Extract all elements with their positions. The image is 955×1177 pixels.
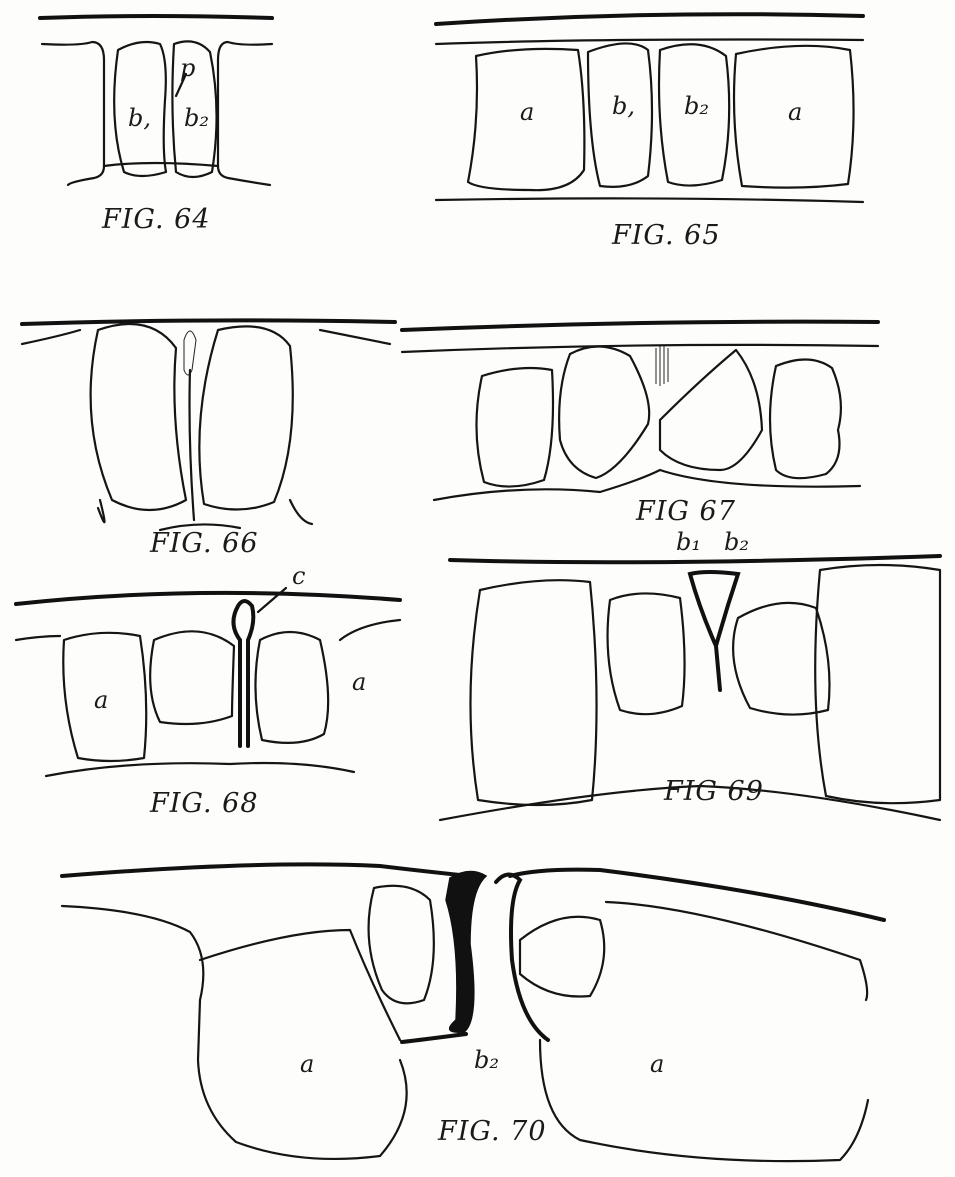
label-b2: b₂ [684, 92, 709, 120]
label-a-left: a [300, 1050, 314, 1078]
label-a-left: a [520, 98, 534, 126]
label-c: c [292, 562, 305, 590]
caption-fig-69: FIG 69 [663, 776, 764, 807]
label-b1: b₁ [676, 528, 701, 556]
figure-64: p b, b₂ FIG. 64 [40, 16, 272, 235]
figure-69: b₁ b₂ FIG 69 [440, 528, 940, 820]
label-b2: b₂ [724, 528, 749, 556]
label-b2: b₂ [184, 104, 209, 132]
caption-fig-68: FIG. 68 [149, 788, 259, 819]
caption-fig-66: FIG. 66 [149, 528, 259, 559]
label-a-left: a [94, 686, 108, 714]
label-b1: b, [612, 92, 635, 120]
caption-fig-64: FIG. 64 [101, 204, 211, 235]
caption-fig-65: FIG. 65 [611, 220, 721, 251]
figure-66: FIG. 66 [22, 320, 395, 559]
caption-fig-70: FIG. 70 [437, 1116, 547, 1147]
caption-fig-67: FIG 67 [635, 496, 736, 527]
figure-67: FIG 67 [402, 322, 878, 527]
label-b2: b₂ [474, 1046, 499, 1074]
label-a-right: a [650, 1050, 664, 1078]
label-p: p [180, 54, 195, 82]
figure-65: a b, b₂ a FIG. 65 [436, 14, 863, 251]
figure-70: b₂ a a FIG. 70 [62, 864, 884, 1161]
label-b1: b, [128, 104, 151, 132]
label-a-right: a [788, 98, 802, 126]
label-a-right: a [352, 668, 366, 696]
figure-68: c a a FIG. 68 [16, 562, 400, 819]
